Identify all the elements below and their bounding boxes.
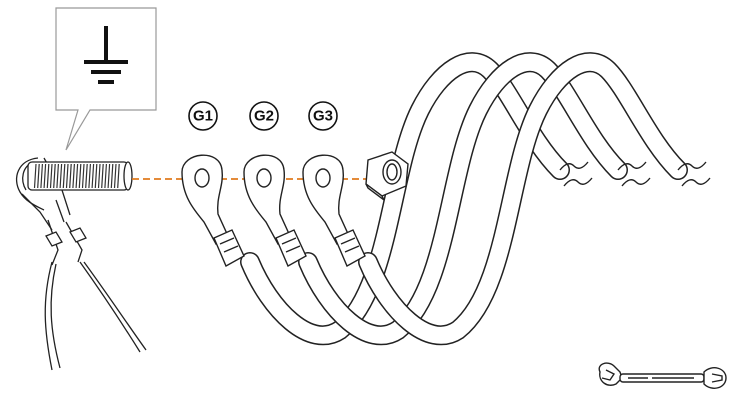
ground-callout [55, 7, 157, 151]
cable-2 [299, 53, 627, 344]
label-g3: G3 [308, 101, 338, 131]
cables [240, 52, 688, 346]
ground-icon [84, 26, 128, 84]
cable-1 [241, 53, 569, 344]
label-g1-text: G1 [193, 108, 213, 125]
cable-3 [359, 53, 687, 344]
hex-nut [365, 151, 409, 201]
label-g2-text: G2 [254, 108, 274, 125]
ring-terminal-g3 [302, 154, 366, 267]
cut-marks [559, 161, 711, 187]
ring-terminal-g2 [243, 154, 307, 267]
threaded-stud [27, 161, 133, 191]
label-g3-text: G3 [313, 108, 333, 125]
label-g2: G2 [249, 101, 279, 131]
label-g1: G1 [188, 101, 218, 131]
wrench-icon [598, 362, 727, 389]
ring-terminal-g1 [181, 154, 245, 267]
